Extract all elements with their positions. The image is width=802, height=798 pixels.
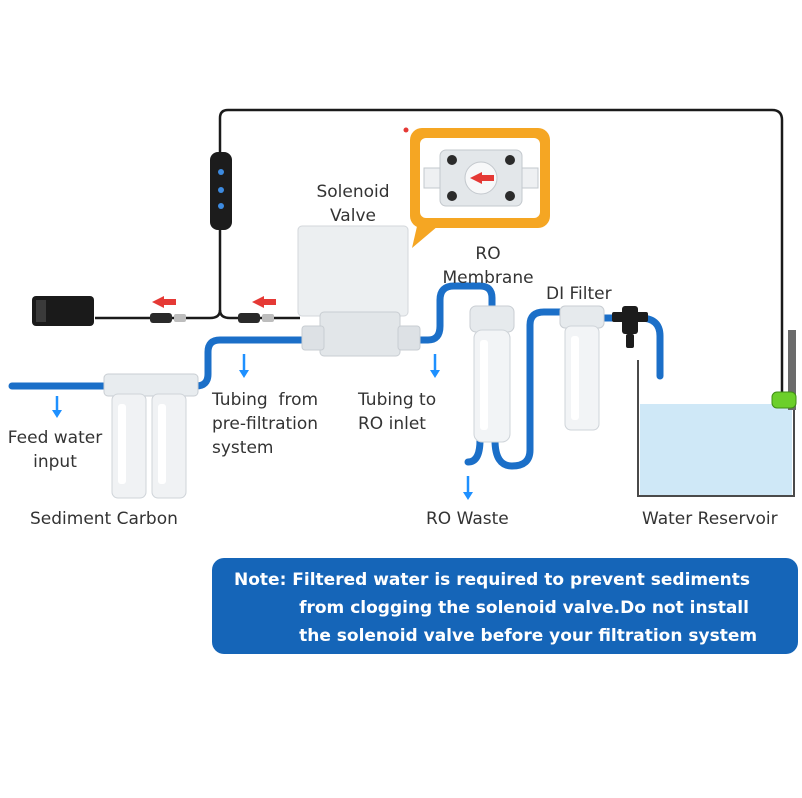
label-feed-water-input: Feed water input: [7, 428, 103, 472]
label-di-filter: DI Filter: [546, 284, 612, 304]
float-switch-icon: [771, 330, 797, 410]
water-reservoir-icon: [637, 360, 795, 497]
label-tubing-from-prefiltration: Tubing from pre-filtration system: [212, 390, 319, 458]
sediment-carbon-filter-icon: [103, 373, 199, 499]
label-tubing-to-ro-inlet: Tubing to RO inlet: [358, 390, 437, 434]
label-solenoid-valve: Solenoid Valve: [316, 182, 390, 226]
label-ro-membrane: RO Membrane: [442, 244, 534, 288]
label-sediment-carbon: Sediment Carbon: [30, 509, 178, 529]
note-banner: Note: Filtered water is required to prev…: [212, 558, 798, 654]
valve-callout: [403, 127, 550, 248]
label-water-reservoir: Water Reservoir: [642, 509, 778, 529]
di-filter-icon: [559, 305, 605, 431]
label-ro-waste: RO Waste: [426, 509, 509, 529]
fitting-icon: [612, 306, 648, 348]
ro-membrane-icon: [469, 305, 515, 443]
flow-arrow-icon: [152, 296, 276, 308]
control-wire: [95, 108, 784, 392]
down-arrows: [52, 354, 473, 500]
wire-connectors: [150, 313, 274, 323]
controller-icon: [210, 152, 232, 230]
power-adapter-icon: [32, 296, 94, 326]
solenoid-valve-icon: [297, 225, 421, 357]
note-text: Note: Filtered water is required to prev…: [234, 570, 758, 646]
